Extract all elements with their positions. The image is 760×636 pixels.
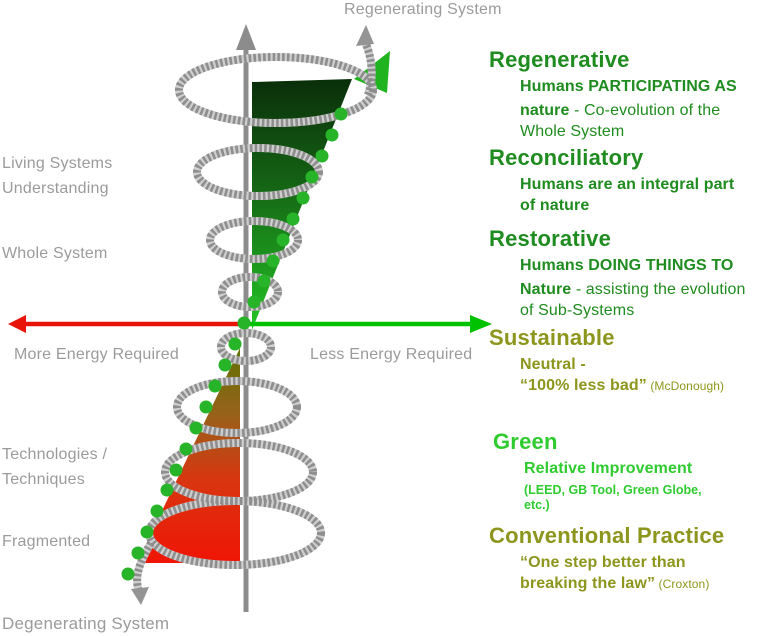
spiral (131, 25, 374, 605)
left-arrowhead-icon (8, 315, 26, 333)
level-line-quote: “100% less bad” (520, 377, 647, 394)
fragmented-label: Fragmented (2, 533, 91, 550)
technologies-label: Technologies / Techniques (2, 442, 107, 492)
up-arrowhead-icon (236, 24, 256, 50)
level-heading: Green (493, 429, 558, 454)
level-green: Green Relative Improvement (LEED, GB Too… (493, 430, 702, 513)
level-line: Nature - assisting the evolution (520, 279, 746, 300)
level-line: “One step better than (520, 554, 686, 571)
level-heading: Conventional Practice (489, 523, 725, 548)
less-energy-label: Less Energy Required (310, 346, 473, 363)
level-line: Neutral - (520, 356, 586, 373)
level-line-emphasis: Nature (520, 281, 572, 298)
level-line-quote: breaking the law” (520, 575, 656, 592)
level-conventional-practice: Conventional Practice “One step better t… (489, 524, 724, 595)
level-line-rest: - Co-evolution of the (569, 102, 721, 119)
level-line: etc.) (524, 498, 550, 512)
horizontal-axis-left (8, 315, 246, 333)
level-line-rest: - assisting the evolution (571, 281, 746, 298)
level-line-emphasis: nature (520, 102, 570, 119)
degenerating-system-label: Degenerating System (2, 614, 170, 633)
whole-system-label: Whole System (2, 245, 108, 262)
level-heading: Sustainable (489, 325, 615, 350)
level-line: (LEED, GB Tool, Green Globe, (524, 483, 702, 497)
living-systems-line2: Understanding (2, 180, 109, 197)
level-line: “100% less bad” (McDonough) (520, 375, 724, 397)
level-line: Humans are an integral part (520, 176, 735, 193)
technologies-line1: Technologies / (2, 446, 108, 463)
upper-gradient-triangle (252, 79, 352, 330)
level-heading: Reconciliatory (489, 145, 644, 170)
regenerating-system-label: Regenerating System (344, 1, 502, 18)
level-regenerative: Regenerative Humans PARTICIPATING AS nat… (489, 48, 737, 142)
level-line: of Sub-Systems (520, 302, 635, 319)
level-line-attribution: (McDonough) (646, 379, 725, 393)
level-line-attribution: (Croxton) (655, 577, 710, 591)
level-line: Humans DOING THINGS TO (520, 257, 734, 274)
level-sustainable: Sustainable Neutral - “100% less bad” (M… (489, 326, 724, 397)
living-systems-line1: Living Systems (2, 155, 113, 172)
level-restorative: Restorative Humans DOING THINGS TO Natur… (489, 227, 746, 321)
living-systems-label: Living Systems Understanding (2, 151, 112, 201)
spiral-top-arrowhead-icon (356, 25, 374, 46)
level-line: of nature (520, 197, 590, 214)
spiral-bottom-arrowhead-icon (131, 587, 149, 605)
level-line: breaking the law” (Croxton) (520, 573, 724, 595)
level-reconciliatory: Reconciliatory Humans are an integral pa… (489, 146, 734, 216)
right-arrowhead-icon (470, 315, 492, 333)
technologies-line2: Techniques (2, 471, 85, 488)
level-line: Humans PARTICIPATING AS (520, 78, 737, 95)
level-line: nature - Co-evolution of the (520, 100, 737, 121)
level-heading: Restorative (489, 226, 612, 251)
level-heading: Regenerative (489, 47, 630, 72)
more-energy-label: More Energy Required (14, 346, 179, 363)
horizontal-axis-right (246, 315, 492, 333)
level-line: Relative Improvement (524, 460, 693, 477)
dotted-trajectory-line (121, 107, 348, 581)
level-line: Whole System (520, 123, 625, 140)
